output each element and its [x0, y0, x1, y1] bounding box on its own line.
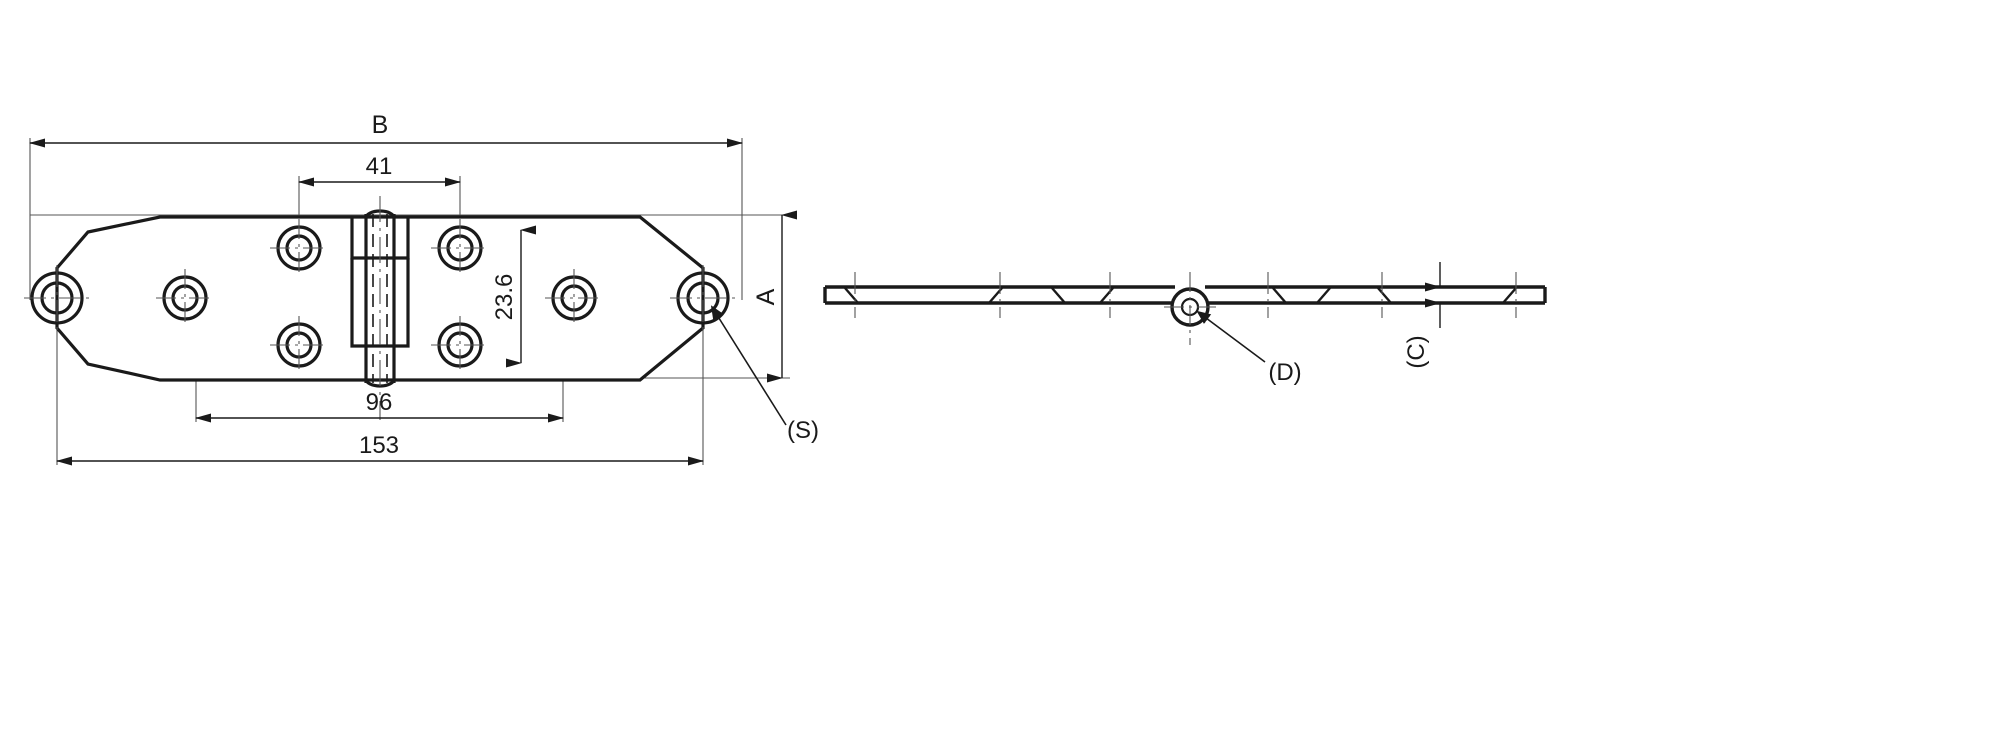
callout-pin: (D)	[1196, 310, 1302, 386]
dimension-236-label: 23.6	[491, 274, 518, 321]
dimension-41: 41	[298, 153, 461, 187]
dimension-153-label: 153	[359, 432, 399, 459]
screw-hole	[431, 316, 489, 374]
dimension-153: 153	[56, 432, 704, 466]
callout-thickness: (C)	[1403, 262, 1441, 369]
screw-hole	[270, 219, 328, 277]
dimension-41-label: 41	[366, 153, 393, 180]
callout-pin-label: (D)	[1268, 359, 1301, 386]
dimension-236: 23.6	[491, 225, 536, 368]
screw-hole	[545, 269, 603, 327]
screw-hole	[156, 269, 214, 327]
dimension-96-label: 96	[366, 389, 393, 416]
dimension-b-label: B	[372, 111, 389, 139]
dimension-a: A	[752, 210, 797, 383]
callout-thickness-label: (C)	[1403, 335, 1430, 368]
screw-hole	[270, 316, 328, 374]
screw-hole	[24, 265, 90, 331]
dimension-96: 96	[195, 389, 564, 423]
screw-holes-group	[24, 219, 736, 374]
side-view-countersinks	[844, 287, 1517, 304]
hinge-knuckle	[350, 196, 410, 420]
side-view-group: (D) (C)	[823, 262, 1547, 386]
callout-screw: (S)	[710, 305, 819, 444]
side-view-pin	[1164, 272, 1216, 345]
screw-hole	[670, 265, 736, 331]
side-view-plate	[823, 272, 1547, 318]
dimension-b: B	[29, 111, 743, 148]
callout-screw-label: (S)	[787, 417, 819, 444]
side-view-centre-lines	[854, 272, 1517, 318]
screw-hole	[431, 219, 489, 277]
dimension-a-label: A	[752, 288, 780, 305]
front-view-group: B 41 A 23.6 96 153 (S)	[24, 111, 819, 466]
